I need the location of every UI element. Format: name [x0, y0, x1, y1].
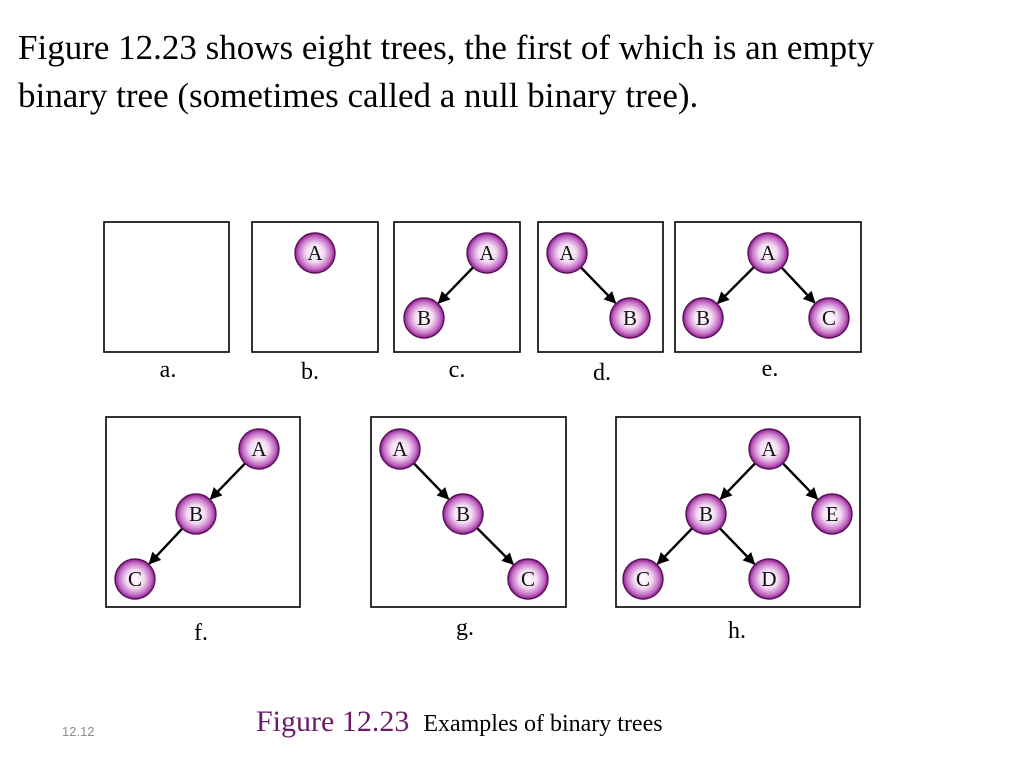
node-circle	[748, 558, 790, 600]
edge-A-B-arrow	[413, 462, 450, 500]
tree-h-label: h.	[728, 618, 746, 644]
node-circle	[811, 493, 853, 535]
node-circle	[114, 558, 156, 600]
node-D: D	[748, 558, 790, 600]
node-circle	[238, 428, 280, 470]
node-label: B	[417, 306, 431, 330]
tree-a-frame	[103, 221, 230, 353]
node-label: A	[479, 241, 495, 265]
node-B: B	[609, 297, 651, 339]
tree-f: A B Cf.	[105, 416, 301, 646]
node-label: A	[559, 241, 575, 265]
tree-d: A Bd.	[537, 221, 664, 386]
node-C: C	[808, 297, 850, 339]
node-C: C	[114, 558, 156, 600]
node-B: B	[685, 493, 727, 535]
node-B: B	[682, 297, 724, 339]
node-B: B	[442, 493, 484, 535]
edge-A-B-arrow	[209, 462, 246, 500]
node-label: A	[760, 241, 776, 265]
tree-b: Ab.	[251, 221, 379, 385]
node-A: A	[748, 428, 790, 470]
caption-number: Figure 12.23	[256, 705, 410, 738]
node-circle	[403, 297, 445, 339]
node-A: A	[546, 232, 588, 274]
tree-c-label: c.	[449, 357, 466, 383]
node-label: B	[623, 306, 637, 330]
edge-A-E-arrow	[782, 462, 819, 500]
edge-B-C-arrow	[148, 527, 184, 565]
node-circle	[622, 558, 664, 600]
node-E: E	[811, 493, 853, 535]
node-circle	[442, 493, 484, 535]
node-B: B	[175, 493, 217, 535]
node-A: A	[466, 232, 508, 274]
intro-line-2: binary tree (sometimes called a null bin…	[18, 76, 699, 115]
edge-B-C-arrow	[656, 527, 693, 565]
node-label: A	[251, 437, 267, 461]
tree-h: A B E C Dh.	[615, 416, 861, 644]
tree-f-label: f.	[194, 620, 208, 646]
edge-A-B-arrow	[437, 266, 474, 304]
node-label: C	[636, 567, 650, 591]
node-label: A	[761, 437, 777, 461]
node-A: A	[379, 428, 421, 470]
tree-a: a.	[103, 221, 230, 383]
tree-c: A Bc.	[393, 221, 521, 383]
node-circle	[175, 493, 217, 535]
intro-line-1: Figure 12.23 shows eight trees, the firs…	[18, 28, 875, 67]
edge-A-B-arrow	[719, 462, 756, 500]
node-circle	[546, 232, 588, 274]
tree-g: A B Cg.	[370, 416, 567, 641]
node-circle	[294, 232, 336, 274]
node-label: A	[392, 437, 408, 461]
node-circle	[685, 493, 727, 535]
slide-number: 12.12	[62, 724, 95, 739]
node-C: C	[622, 558, 664, 600]
node-circle	[747, 232, 789, 274]
node-label: B	[696, 306, 710, 330]
tree-e: A B Ce.	[674, 221, 862, 382]
node-label: C	[521, 567, 535, 591]
figure-caption: Figure 12.23 Examples of binary trees	[256, 705, 663, 739]
node-label: D	[761, 567, 776, 591]
edge-A-B-arrow	[717, 266, 755, 304]
node-label: B	[189, 502, 203, 526]
edge-B-D-arrow	[719, 527, 756, 565]
node-label: E	[826, 502, 839, 526]
node-label: A	[307, 241, 323, 265]
node-circle	[379, 428, 421, 470]
tree-b-label: b.	[301, 359, 319, 385]
edge-A-C-arrow	[780, 266, 816, 304]
node-circle	[609, 297, 651, 339]
node-A: A	[238, 428, 280, 470]
node-A: A	[747, 232, 789, 274]
tree-g-label: g.	[456, 615, 474, 641]
node-label: B	[699, 502, 713, 526]
tree-e-label: e.	[762, 356, 779, 382]
caption-text: Examples of binary trees	[423, 711, 663, 737]
node-circle	[748, 428, 790, 470]
node-circle	[682, 297, 724, 339]
intro-paragraph: Figure 12.23 shows eight trees, the firs…	[18, 24, 1013, 120]
node-C: C	[507, 558, 549, 600]
edge-B-C-arrow	[476, 527, 514, 565]
node-label: B	[456, 502, 470, 526]
edge-A-B-arrow	[580, 266, 617, 304]
node-B: B	[403, 297, 445, 339]
node-label: C	[128, 567, 142, 591]
tree-a-label: a.	[160, 357, 177, 383]
node-circle	[466, 232, 508, 274]
node-circle	[808, 297, 850, 339]
node-A: A	[294, 232, 336, 274]
tree-d-label: d.	[593, 360, 611, 386]
node-label: C	[822, 306, 836, 330]
node-circle	[507, 558, 549, 600]
